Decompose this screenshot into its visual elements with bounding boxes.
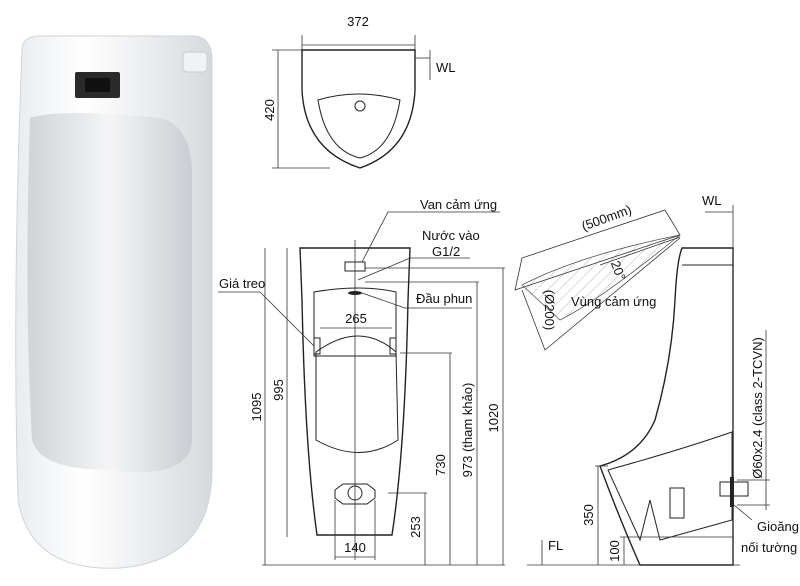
sensor-zone-label: Vùng cảm ứng	[571, 294, 656, 309]
dim-outlet-height: 253	[408, 516, 423, 538]
label-inlet-size: G1/2	[432, 244, 460, 259]
sensor-angle-label: 20°	[608, 259, 629, 283]
side-wl-label: WL	[702, 193, 722, 208]
dim-reference-height: 973 (tham khảo)	[460, 383, 475, 478]
label-hanger: Giá treo	[219, 276, 265, 291]
gasket-label-2: nối tường	[741, 540, 797, 555]
top-view: 372 420 WL	[262, 14, 456, 169]
dim-outlet-width: 140	[344, 540, 366, 555]
dim-hanger-height: 730	[433, 454, 448, 476]
top-depth-label: 420	[262, 99, 277, 121]
top-width-label: 372	[347, 14, 369, 29]
rim-height-label: 350	[581, 504, 596, 526]
label-water-inlet: Nước vào	[422, 228, 480, 243]
dim-body-height: 995	[271, 379, 286, 401]
fl-label: FL	[548, 538, 563, 553]
dim-total-height: 1095	[249, 393, 264, 422]
side-view: (500mm) (Ø200) 20° Vùng cảm ứng WL Ø60x2…	[514, 193, 799, 566]
label-sensor-valve: Van cảm ứng	[420, 197, 497, 212]
top-wl-label: WL	[436, 60, 456, 75]
gasket-label-1: Gioăng	[757, 519, 799, 534]
pipe-spec-label: Ø60x2.4 (class 2-TCVN)	[750, 337, 765, 479]
base-height-label: 100	[607, 540, 622, 562]
dim-hanger-spacing: 265	[345, 311, 367, 326]
sensor-range-label: (500mm)	[579, 202, 633, 234]
front-view: 265 140 253 1095 995 730 973 (tham khảo)…	[218, 197, 505, 566]
dim-inlet-height: 1020	[486, 404, 501, 433]
label-spray-head: Đầu phun	[416, 291, 472, 306]
product-photo	[15, 35, 213, 569]
sensor-diameter-label: (Ø200)	[542, 290, 557, 330]
